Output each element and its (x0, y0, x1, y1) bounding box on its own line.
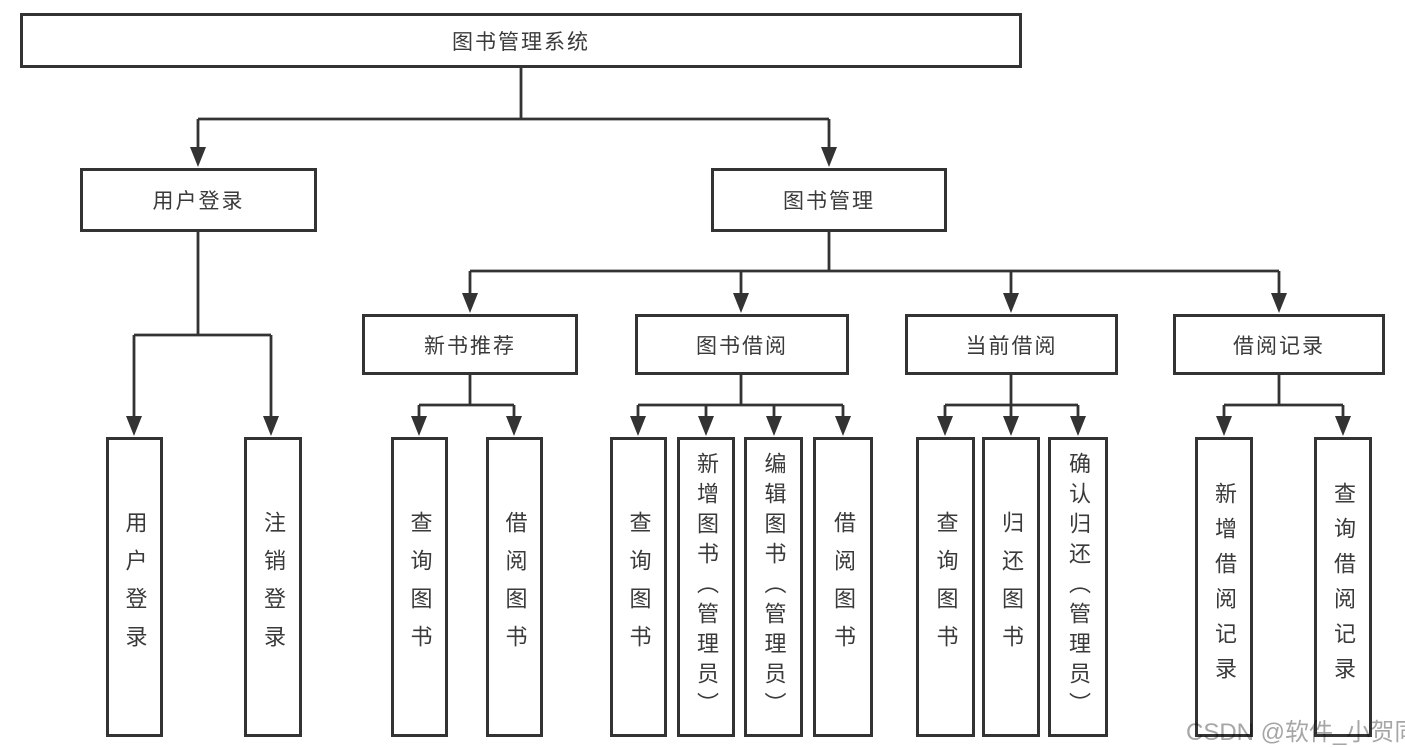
node-records-add-record-label: 新增借阅记录 (1212, 482, 1237, 692)
node-records-add-record: 新增借阅记录 (1195, 437, 1253, 737)
csdn-watermark: CSDN @软件_小贺同学 (1186, 719, 1405, 746)
node-user-login-label: 用户登录 (152, 190, 245, 213)
node-user-login: 用户登录 (80, 168, 317, 232)
node-current-query-books: 查询图书 (916, 437, 975, 737)
node-leaf-user-login-label: 用户登录 (122, 511, 148, 663)
connector-borrowing-children (636, 375, 845, 420)
node-book-borrowing-label: 图书借阅 (696, 334, 788, 358)
node-recommend-query-books: 查询图书 (391, 437, 448, 737)
node-current-return-books-label: 归还图书 (999, 511, 1024, 663)
connector-root-to-level2 (196, 68, 831, 151)
node-borrowing-query-books: 查询图书 (610, 437, 667, 737)
node-book-management: 图书管理 (711, 168, 947, 232)
node-borrowing-borrow-books-label: 借阅图书 (831, 511, 856, 663)
node-borrowing-edit-books: 编辑图书（管理员） (744, 437, 803, 737)
node-recommend-query-books-label: 查询图书 (407, 511, 433, 663)
arrowheads (126, 147, 1351, 436)
node-new-book-recommend: 新书推荐 (362, 314, 578, 375)
node-leaf-logout: 注销登录 (244, 437, 302, 737)
node-current-borrowing: 当前借阅 (905, 314, 1118, 375)
node-new-book-recommend-label: 新书推荐 (424, 334, 516, 358)
node-book-borrowing: 图书借阅 (635, 314, 849, 375)
node-current-borrowing-label: 当前借阅 (965, 334, 1058, 358)
connector-book-management-children (468, 232, 1281, 297)
node-borrowing-add-books: 新增图书（管理员） (677, 437, 735, 737)
node-leaf-user-login: 用户登录 (106, 437, 163, 737)
node-leaf-logout-label: 注销登录 (261, 511, 286, 663)
node-borrowing-records: 借阅记录 (1173, 314, 1385, 375)
node-book-management-label: 图书管理 (783, 190, 875, 213)
node-root-label: 图书管理系统 (452, 30, 590, 54)
node-borrowing-query-books-label: 查询图书 (626, 511, 652, 663)
node-records-query-record: 查询借阅记录 (1314, 437, 1372, 737)
node-records-query-record-label: 查询借阅记录 (1331, 482, 1356, 692)
connector-records-children (1222, 375, 1345, 420)
node-borrowing-borrow-books: 借阅图书 (813, 437, 873, 737)
node-borrowing-records-label: 借阅记录 (1233, 334, 1325, 358)
connector-user-login-children (132, 232, 273, 420)
node-current-confirm-return-label: 确认归还（管理员） (1066, 452, 1091, 722)
node-recommend-borrow-books: 借阅图书 (486, 437, 543, 737)
node-current-return-books: 归还图书 (982, 437, 1040, 737)
connector-current-children (943, 375, 1080, 420)
node-borrowing-edit-books-label: 编辑图书（管理员） (761, 452, 787, 722)
node-current-confirm-return: 确认归还（管理员） (1048, 437, 1108, 737)
node-current-query-books-label: 查询图书 (933, 511, 959, 663)
connector-recommend-children (417, 375, 516, 420)
node-borrowing-add-books-label: 新增图书（管理员） (694, 452, 719, 722)
node-root: 图书管理系统 (20, 13, 1022, 68)
node-recommend-borrow-books-label: 借阅图书 (502, 511, 528, 663)
